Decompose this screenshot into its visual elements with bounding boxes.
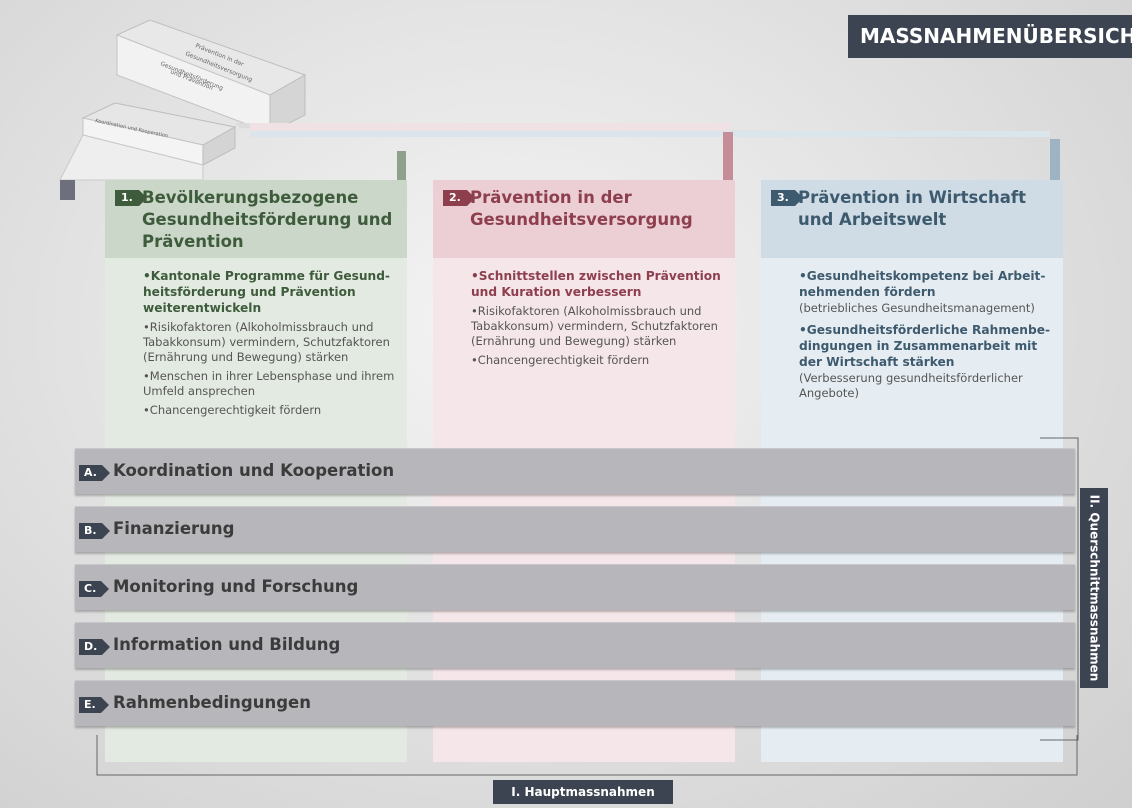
isometric-overview-graphic: Prävention in der Gesundheitsversorgung … [59,19,1060,200]
band-a-label: Koordination und Kooperation [113,461,395,480]
column-item: •Chancengerechtigkeit fördern [471,353,650,367]
band-b: B. Finanzierung [75,506,1075,552]
column-3-items: •Gesundheitskompetenz bei Arbeit-nehmend… [799,268,1055,407]
column-1-items: •Kantonale Programme für Gesund-heitsför… [143,268,399,422]
column-item: (betriebliches Gesundheitsmanagement) [799,301,1035,315]
bottom-label: I. Hauptmassnahmen [493,780,673,804]
side-bracket [1040,437,1079,741]
column-3-title: Prävention in Wirtschaft und Arbeitswelt [798,188,1027,229]
column-1-header: 1.Bevölkerungsbezogene Gesundheitsförder… [105,180,407,258]
column-item: •Risikofaktoren (Alkoholmissbrauch und T… [143,320,390,364]
side-label: II. Querschnittmassnahmen [1087,494,1101,682]
band-a: A. Koordination und Kooperation [75,448,1075,494]
column-item: •Menschen in ihrer Lebensphase und ihrem… [143,369,395,398]
column-item: •Gesundheitsförderliche Rahmenbe-dingung… [799,323,1051,369]
side-label-box: II. Querschnittmassnahmen [1080,488,1108,688]
column-item: •Schnittstellen zwischen Prävention und … [471,269,721,299]
band-b-label: Finanzierung [113,519,235,538]
column-2-items: •Schnittstellen zwischen Prävention und … [471,268,727,372]
column-3-header: 3.Prävention in Wirtschaft und Arbeitswe… [761,180,1063,258]
band-c: C. Monitoring und Forschung [75,564,1075,610]
column-3-number: 3. [771,190,803,206]
column-item: •Kantonale Programme für Gesund-heitsför… [143,269,390,315]
column-item: •Gesundheitskompetenz bei Arbeit-nehmend… [799,269,1046,299]
column-1-title: Bevölkerungsbezogene Gesundheitsförderun… [142,188,393,251]
band-d-label: Information und Bildung [113,635,341,654]
band-e-letter: E. [79,697,109,713]
band-d: D. Information und Bildung [75,622,1075,668]
column-item: (Verbesserung gesundheitsförderlicher An… [799,371,1023,400]
column-2-title: Prävention in der Gesundheitsversorgung [470,188,693,229]
band-d-letter: D. [79,639,111,655]
page-title: MASSNAHMENÜBERSICHT [848,15,1132,58]
band-c-letter: C. [79,581,110,597]
band-a-letter: A. [79,465,110,481]
bottom-bracket [96,735,1078,776]
column-item: •Risikofaktoren (Alkoholmissbrauch und T… [471,304,718,348]
column-2-header: 2.Prävention in der Gesundheitsversorgun… [433,180,735,258]
band-e: E. Rahmenbedingungen [75,680,1075,726]
band-c-label: Monitoring und Forschung [113,577,359,596]
band-e-label: Rahmenbedingungen [113,693,311,712]
band-b-letter: B. [79,523,110,539]
column-1-number: 1. [115,190,147,206]
column-2-number: 2. [443,190,475,206]
column-item: •Chancengerechtigkeit fördern [143,403,322,417]
